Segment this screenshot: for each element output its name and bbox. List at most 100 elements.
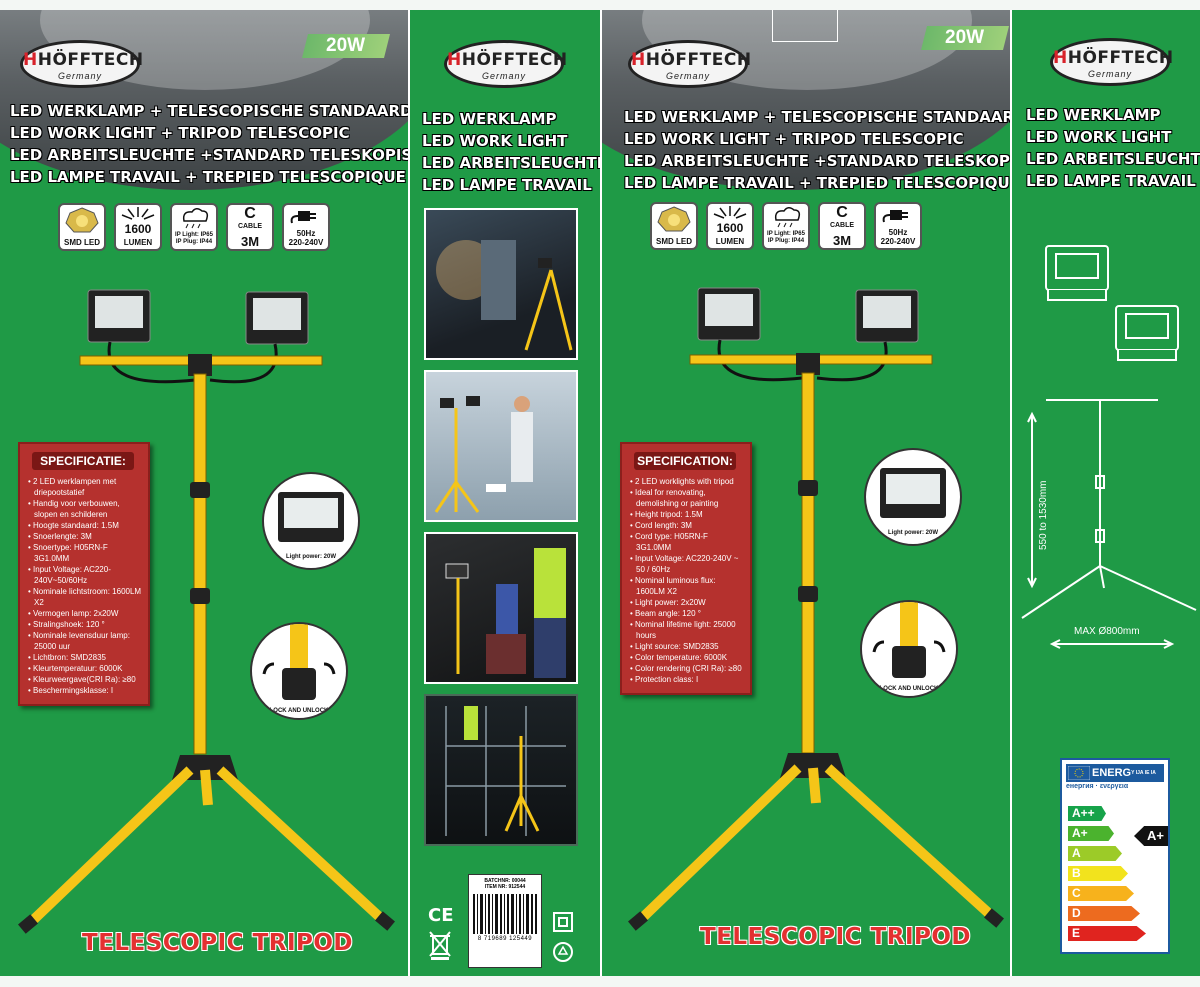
- title-line: LED WERKLAMP: [422, 110, 557, 128]
- brand-logo: HHÖFFTECH Germany: [628, 40, 751, 88]
- spec-item: Kleurweergave(CRI Ra): ≥80: [28, 674, 142, 685]
- title-block: LED WERKLAMP + TELESCOPISCHE STANDAARD L…: [10, 100, 408, 188]
- panel-side-dimensions: HHÖFFTECH Germany LED WERKLAMP LED WORK …: [1012, 10, 1200, 976]
- title-line: LED LAMPE TRAVAIL + TREPIED TELESCOPIQUE: [10, 168, 406, 186]
- spec-item: Cord type: H05RN-F 3G1.0MM: [630, 531, 744, 553]
- spec-item: 2 LED worklights with tripod: [630, 476, 744, 487]
- title-line: LED ARBEITSLEUCHTE +STANDARD TELESKOPISC…: [10, 146, 408, 164]
- photo-welding-worker: [424, 208, 578, 360]
- title-line: LED ARBEITSLEUCHTE: [422, 154, 600, 172]
- spec-item: Input Voltage: AC220-240V ~ 50 / 60Hz: [630, 553, 744, 575]
- title-line: LED LAMPE TRAVAIL: [422, 176, 592, 194]
- cutout-notch: [772, 10, 838, 42]
- energy-class-bar: E: [1068, 926, 1146, 941]
- item-number: ITEM NR: 912544: [484, 884, 526, 890]
- lock-closeup: LOCK AND UNLOCK: [250, 622, 348, 720]
- ce-mark: CE: [428, 905, 454, 926]
- spec-item: Snoerlengte: 3M: [28, 531, 142, 542]
- barcode: [473, 894, 537, 934]
- photo-wall-painter: [424, 370, 578, 522]
- cable-icon: C CABLE 3M: [818, 202, 866, 250]
- title-block: LED WERKLAMP LED WORK LIGHT LED ARBEITSL…: [1026, 104, 1200, 192]
- brand-name: HÖFFTECH: [461, 50, 568, 70]
- spec-heading: SPECIFICATIE:: [32, 452, 134, 470]
- brand-name: HÖFFTECH: [37, 50, 144, 70]
- title-line: LED WORK LIGHT + TRIPOD TELESCOPIC: [10, 124, 350, 142]
- spec-item: Lichtbron: SMD2835: [28, 652, 142, 663]
- title-block: LED WERKLAMP + TELESCOPISCHE STANDAARD L…: [624, 106, 1010, 194]
- lamp-closeup: Light power: 20W: [262, 472, 360, 570]
- brand-name: HÖFFTECH: [645, 50, 752, 70]
- brand-logo: HHÖFFTECH Germany: [1050, 38, 1173, 86]
- lamp-line-drawings: [1045, 245, 1179, 361]
- ean-number: 8 719689 125449: [477, 936, 533, 942]
- bottom-title: TELESCOPIC TRIPOD: [82, 930, 354, 956]
- energy-subheader: енергия · ενεργεια: [1066, 783, 1129, 790]
- energy-class-bar: A+: [1068, 826, 1114, 841]
- diameter-dimension-label: MAX Ø800mm: [1074, 626, 1140, 637]
- weee-bin-icon: [429, 931, 451, 960]
- energy-rating-arrow: A+: [1134, 826, 1168, 846]
- double-insulation-icon: [553, 912, 573, 932]
- title-line: LED WERKLAMP: [1026, 106, 1161, 124]
- panel-divider: [408, 10, 410, 976]
- brand-country: Germany: [665, 71, 710, 81]
- spec-item: Light power: 2x20W: [630, 597, 744, 608]
- panel-divider: [600, 10, 602, 976]
- brand-logo: HHÖFFTECH Germany: [20, 40, 143, 88]
- energy-class-bar: C: [1068, 886, 1134, 901]
- spec-item: Height tripod: 1.5M: [630, 509, 744, 520]
- panel-side-photos: HHÖFFTECH Germany LED WERKLAMP LED WORK …: [410, 10, 600, 976]
- energy-label: ENERGY IJA IE IA енергия · ενεργεια A++ …: [1060, 758, 1170, 954]
- spec-list: 2 LED werklampen met driepootstatief Han…: [28, 476, 142, 696]
- spec-item: Protection class: I: [630, 674, 744, 685]
- title-line: LED WORK LIGHT: [1026, 128, 1172, 146]
- bottom-title: TELESCOPIC TRIPOD: [700, 924, 972, 950]
- tripod-dimension-drawing: [1021, 399, 1197, 649]
- spec-item: Hoogte standaard: 1.5M: [28, 520, 142, 531]
- lamp-closeup: Light power: 20W: [864, 448, 962, 546]
- spec-item: Nominale levensduur lamp: 25000 uur: [28, 630, 142, 652]
- barcode-label: BATCHNR: 00044 ITEM NR: 912544 8 719689 …: [468, 874, 542, 968]
- spec-item: Beschermingsklasse: I: [28, 685, 142, 696]
- panel-divider: [1010, 10, 1012, 976]
- recycle-icon: [553, 942, 573, 962]
- spec-item: Input Voltage: AC220-240V~50/60Hz: [28, 564, 142, 586]
- brand-name: HÖFFTECH: [1067, 48, 1174, 68]
- spec-item: Color temperature: 6000K: [630, 652, 744, 663]
- height-dimension-label: 550 to 1530mm: [1038, 480, 1049, 551]
- panel-front-english: HHÖFFTECH Germany 20W LED WERKLAMP + TEL…: [602, 10, 1010, 976]
- spec-item: Ideal for renovating, demolishing or pai…: [630, 487, 744, 509]
- eu-flag-icon: [1067, 765, 1091, 781]
- energy-class-bar: D: [1068, 906, 1140, 921]
- energy-class-bar: A++: [1068, 806, 1106, 821]
- title-block: LED WERKLAMP LED WORK LIGHT LED ARBEITSL…: [422, 108, 600, 196]
- spec-item: Cord length: 3M: [630, 520, 744, 531]
- cable-icon: C CABLE 3M: [226, 203, 274, 251]
- spec-item: Snoertype: H05RN-F 3G1.0MM: [28, 542, 142, 564]
- spec-item: Stralingshoek: 120 °: [28, 619, 142, 630]
- title-line: LED WORK LIGHT + TRIPOD TELESCOPIC: [624, 130, 964, 148]
- spec-item: Color rendering (CRI Ra): ≥80: [630, 663, 744, 674]
- spec-list: 2 LED worklights with tripod Ideal for r…: [630, 476, 744, 685]
- title-line: LED WERKLAMP + TELESCOPISCHE STANDAARD: [10, 102, 408, 120]
- spec-item: Vermogen lamp: 2x20W: [28, 608, 142, 619]
- tripod-illustration: [628, 287, 1004, 931]
- brand-country: Germany: [1087, 69, 1132, 79]
- brand-country: Germany: [481, 71, 526, 81]
- spec-item: Nominal lifetime light: 25000 hours: [630, 619, 744, 641]
- lock-closeup: LOCK AND UNLOCK: [860, 600, 958, 698]
- panel-front-dutch: HHÖFFTECH Germany 20W LED WERKLAMP + TEL…: [0, 10, 408, 976]
- title-line: LED ARBEITSLEUCHTE: [1026, 150, 1200, 168]
- spec-item: Light source: SMD2835: [630, 641, 744, 652]
- title-line: LED LAMPE TRAVAIL: [1026, 172, 1196, 190]
- smd-led-icon: SMD LED: [650, 202, 698, 250]
- brand-country: Germany: [57, 71, 102, 81]
- spec-item: Handig voor verbouwen, slopen en schilde…: [28, 498, 142, 520]
- photo-scaffolding-site: [424, 694, 578, 846]
- lumen-icon: 1600 LUMEN: [706, 202, 754, 250]
